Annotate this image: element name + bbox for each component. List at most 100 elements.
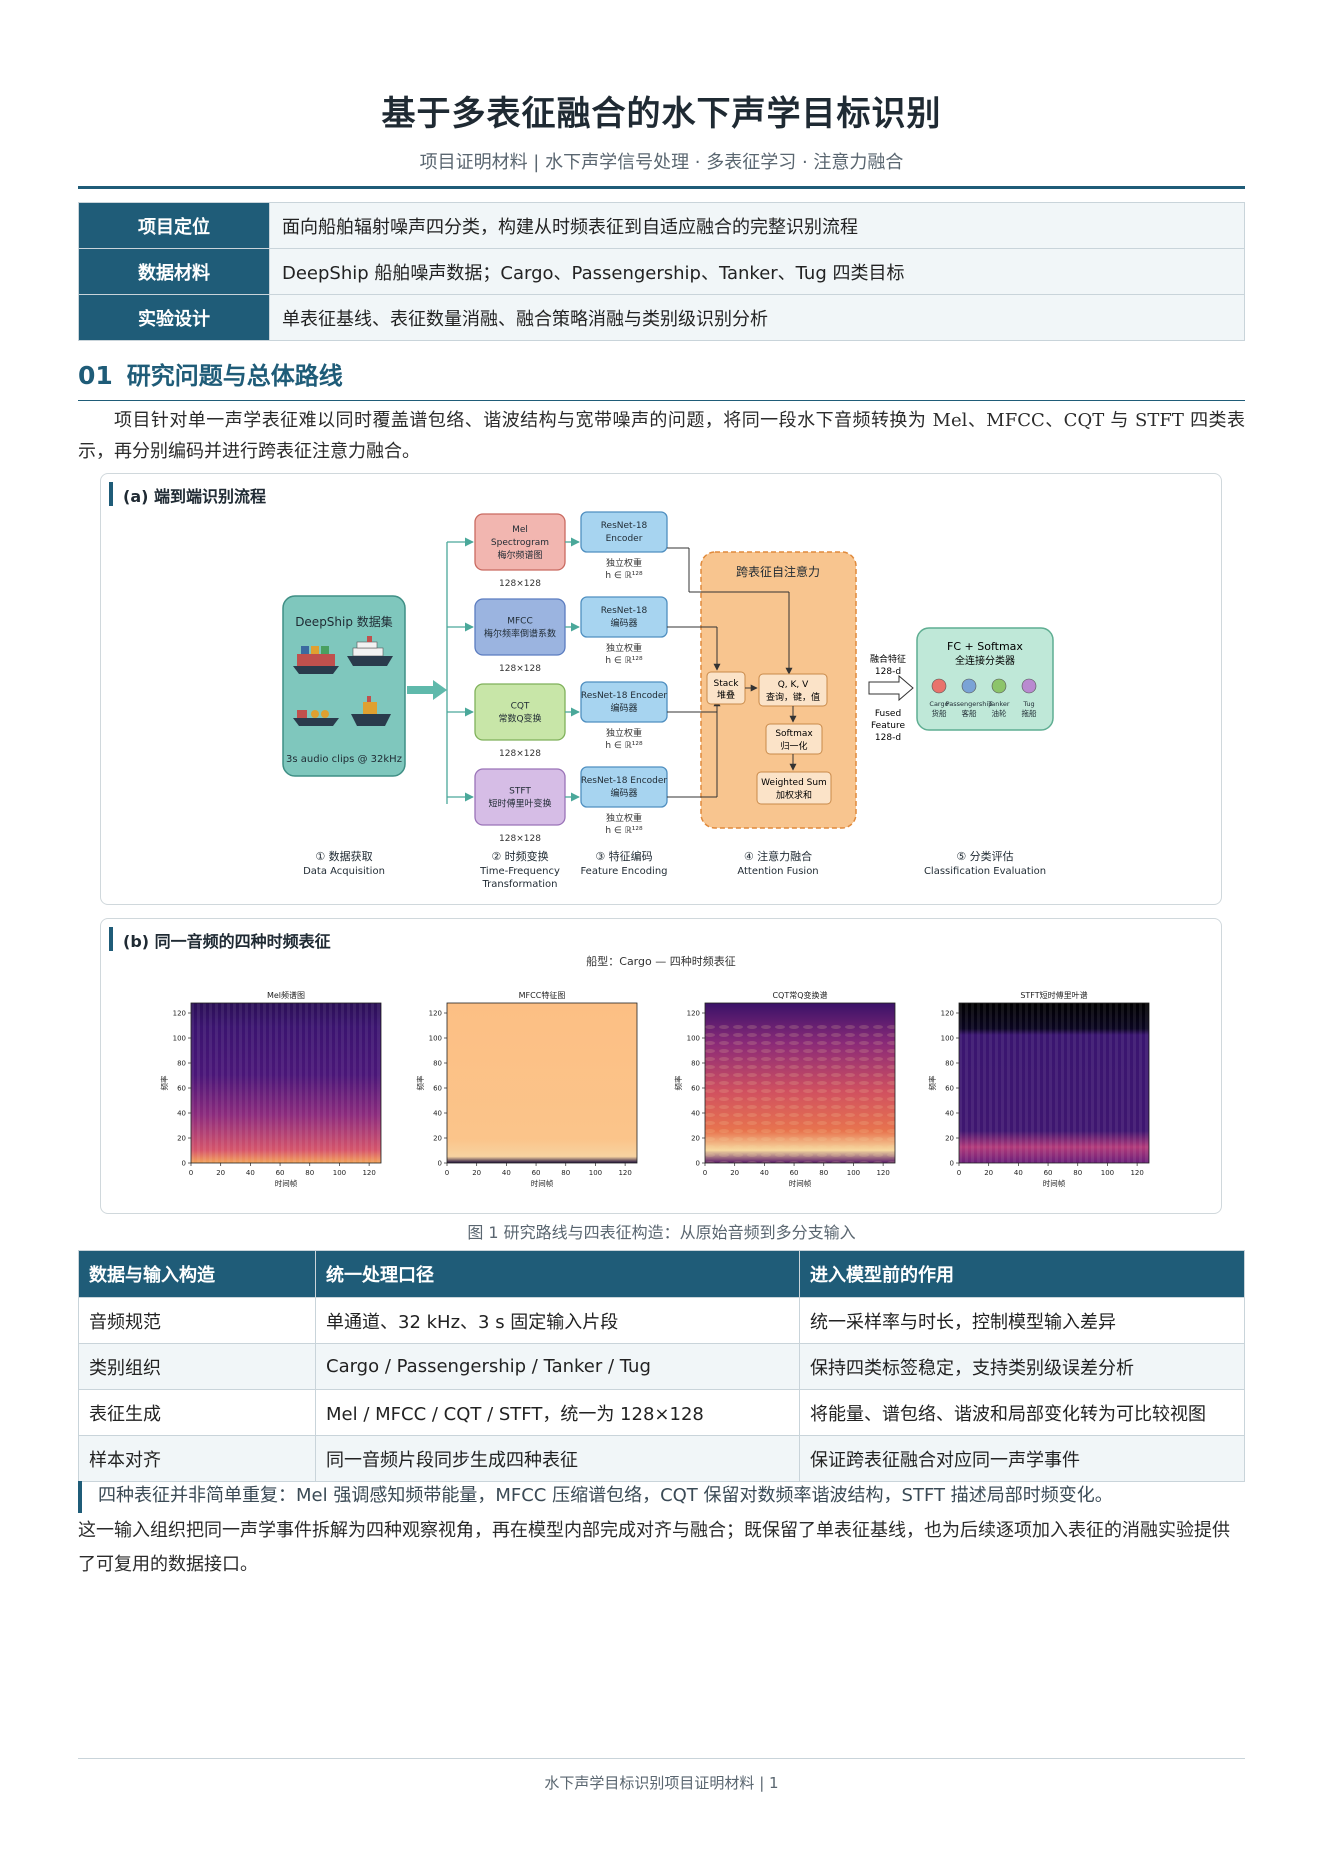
spectrogram-panel: (b) 同一音频的四种时频表征 — [100, 918, 1222, 1214]
class-label-en: Tanker — [987, 700, 1010, 708]
figure-caption: 图 1 研究路线与四表征构造：从原始音频到多分支输入 — [467, 1223, 856, 1242]
tanker-icon — [293, 710, 339, 726]
stack-label-cn: 堆叠 — [717, 690, 735, 701]
stage-subtitle: Data Acquisition — [303, 866, 385, 877]
x-tick-label: 120 — [618, 1169, 631, 1177]
y-tick-label: 100 — [173, 1035, 186, 1043]
encoder-note: 独立权重 — [606, 557, 642, 569]
table-header: 统一处理口径 — [315, 1250, 800, 1298]
ship-icon — [293, 646, 339, 674]
x-tick-label: 20 — [216, 1169, 225, 1177]
encoder-note: 独立权重 — [606, 642, 642, 654]
input-construction-table: 数据与输入构造 统一处理口径 进入模型前的作用 音频规范 单通道、32 kHz、… — [78, 1250, 1245, 1482]
y-tick-label: 60 — [691, 1085, 700, 1093]
passenger-ship-icon — [347, 636, 393, 666]
fork-connector — [407, 537, 474, 804]
table-cell: 类别组织 — [78, 1343, 316, 1390]
stage-subtitle: Time-Frequency — [479, 866, 560, 877]
rep-size: 128×128 — [499, 664, 541, 674]
y-axis-label: 频率 — [673, 1075, 683, 1091]
stage-title: ① 数据获取 — [315, 849, 372, 863]
info-key: 实验设计 — [78, 294, 270, 341]
y-tick-label: 0 — [438, 1160, 442, 1168]
x-tick-label: 0 — [189, 1169, 193, 1177]
stage-subtitle: Classification Evaluation — [924, 866, 1046, 877]
rep-label: 梅尔频率倒谱系数 — [484, 628, 556, 640]
stage-title: ⑤ 分类评估 — [956, 849, 1013, 863]
y-tick-label: 100 — [941, 1035, 954, 1043]
y-tick-label: 20 — [945, 1135, 954, 1143]
qkv-label: Q, K, V — [778, 680, 809, 690]
y-tick-label: 80 — [691, 1060, 700, 1068]
x-tick-label: 80 — [305, 1169, 314, 1177]
encoder-label: ResNet-18 Encoder — [581, 691, 668, 701]
stack-label: Stack — [714, 679, 740, 689]
stage-subtitle-2: Transformation — [481, 879, 557, 890]
encoder-note: 独立权重 — [606, 812, 642, 824]
x-tick-label: 120 — [876, 1169, 889, 1177]
pipeline-diagram: DeepShip 数据集 3s audio clips @ 32kHz — [282, 511, 1054, 890]
info-row: 数据材料 DeepShip 船舶噪声数据；Cargo、Passengership… — [78, 248, 1245, 295]
softmax-label: Softmax — [775, 729, 813, 739]
plot-image — [447, 1003, 637, 1163]
y-tick-label: 60 — [945, 1085, 954, 1093]
rep-label: CQT — [511, 702, 530, 712]
section-number: 01 — [78, 361, 113, 390]
class-label-en: Tug — [1022, 700, 1034, 708]
x-tick-label: 20 — [984, 1169, 993, 1177]
table-row: 类别组织 Cargo / Passengership / Tanker / Tu… — [78, 1343, 1245, 1390]
stage-title: ④ 注意力融合 — [744, 849, 812, 863]
x-tick-label: 0 — [957, 1169, 961, 1177]
x-tick-label: 60 — [276, 1169, 285, 1177]
table-cell: 保证跨表征融合对应同一声学事件 — [799, 1435, 1245, 1482]
stage-subtitle: Feature Encoding — [580, 866, 667, 877]
plot-title: STFT短时傅里叶谱 — [1020, 990, 1087, 1000]
dataset-note: 3s audio clips @ 32kHz — [286, 754, 402, 765]
rep-label: Spectrogram — [491, 538, 549, 548]
rep-label: MFCC — [507, 617, 533, 627]
y-tick-label: 120 — [941, 1010, 954, 1018]
x-tick-label: 80 — [561, 1169, 570, 1177]
x-tick-label: 40 — [246, 1169, 255, 1177]
plot-frame — [704, 1002, 896, 1164]
y-axis-label: 频率 — [927, 1075, 937, 1091]
table-row: 音频规范 单通道、32 kHz、3 s 固定输入片段 统一采样率与时长，控制模型… — [78, 1297, 1245, 1344]
y-tick-label: 20 — [433, 1135, 442, 1143]
y-tick-label: 80 — [945, 1060, 954, 1068]
table-cell: 样本对齐 — [78, 1435, 316, 1482]
plot-title: Mel频谱图 — [267, 990, 305, 1000]
x-tick-label: 40 — [760, 1169, 769, 1177]
info-key: 数据材料 — [78, 248, 270, 295]
encoder-label-cn: 编码器 — [610, 702, 637, 714]
y-tick-label: 0 — [182, 1160, 186, 1168]
rep-label: Mel — [512, 525, 528, 535]
panel-b-label: (b) 同一音频的四种时频表征 — [123, 932, 331, 951]
info-value: 单表征基线、表征数量消融、融合策略消融与类别级识别分析 — [269, 294, 1245, 341]
y-tick-label: 40 — [433, 1110, 442, 1118]
table-cell: 音频规范 — [78, 1297, 316, 1344]
stage-subtitle: Attention Fusion — [737, 866, 818, 877]
x-tick-label: 60 — [532, 1169, 541, 1177]
x-tick-label: 40 — [1014, 1169, 1023, 1177]
representation-boxes: MelSpectrogram梅尔频谱图128×128MFCC梅尔频率倒谱系数12… — [474, 513, 580, 844]
x-tick-label: 20 — [472, 1169, 481, 1177]
class-label-en: Cargo — [929, 700, 948, 708]
document-subtitle: 项目证明材料 | 水下声学信号处理 · 多表征学习 · 注意力融合 — [419, 152, 904, 173]
document-title: 基于多表征融合的水下声学目标识别 — [381, 94, 942, 134]
pipeline-panel: (a) 端到端识别流程 DeepShip 数据集 — [100, 473, 1222, 905]
x-tick-label: 0 — [445, 1169, 449, 1177]
table-row: 表征生成 Mel / MFCC / CQT / STFT，统一为 128×128… — [78, 1389, 1245, 1436]
x-tick-label: 60 — [1044, 1169, 1053, 1177]
y-tick-label: 20 — [691, 1135, 700, 1143]
table-cell: 将能量、谱包络、谐波和局部变化转为可比较视图 — [799, 1389, 1245, 1436]
info-value: 面向船舶辐射噪声四分类，构建从时频表征到自适应融合的完整识别流程 — [269, 202, 1245, 249]
